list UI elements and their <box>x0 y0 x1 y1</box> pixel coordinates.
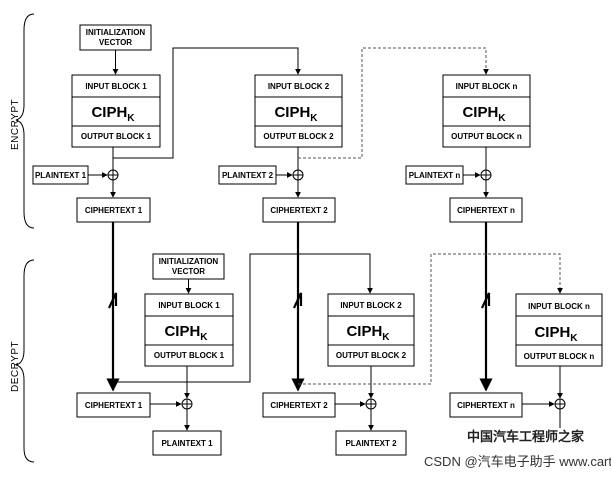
encrypt-brace <box>15 13 35 229</box>
decrypt-brace <box>15 259 35 463</box>
encrypt-ciphertext-1: CIPHERTEXT 1 <box>76 197 151 223</box>
xor-icon <box>181 398 193 410</box>
xor-icon <box>292 169 304 181</box>
decrypt-cipher-block-2: INPUT BLOCK 2 CIPHK OUTPUT BLOCK 2 <box>327 293 415 367</box>
ciph-label: CIPHK <box>346 323 390 343</box>
encrypt-plaintext-2: PLAINTEXT 2 <box>218 165 277 185</box>
svg-text:INITIALIZATION: INITIALIZATION <box>159 257 219 266</box>
svg-text:CIPHERTEXT 2: CIPHERTEXT 2 <box>270 401 328 410</box>
input-block-label: INPUT BLOCK n <box>528 302 590 311</box>
encrypt-ciphertext-2: CIPHERTEXT 2 <box>262 197 336 223</box>
decrypt-plaintext-1: PLAINTEXT 1 <box>152 430 222 456</box>
watermark-line-1: 中国汽车工程师之家 <box>467 429 585 445</box>
input-block-label: INPUT BLOCK 2 <box>340 301 402 310</box>
output-block-label: OUTPUT BLOCK n <box>524 352 595 361</box>
watermark-line-2: CSDN @汽车电子助手 www.cartech8.com <box>424 454 611 469</box>
encrypt-plaintext-1: PLAINTEXT 1 <box>32 165 89 185</box>
svg-text:PLAINTEXT 2: PLAINTEXT 2 <box>222 171 274 180</box>
output-block-label: OUTPUT BLOCK 2 <box>336 351 407 360</box>
xor-icon <box>554 398 566 410</box>
input-block-label: INPUT BLOCK 1 <box>85 82 147 91</box>
output-block-label: OUTPUT BLOCK n <box>451 132 522 141</box>
svg-text:CIPHERTEXT n: CIPHERTEXT n <box>457 206 515 215</box>
encrypt-cipher-block-n: INPUT BLOCK n CIPHK OUTPUT BLOCK n <box>442 74 531 148</box>
svg-text:VECTOR: VECTOR <box>99 38 132 47</box>
encrypt-ciphertext-n: CIPHERTEXT n <box>449 197 523 223</box>
svg-text:PLAINTEXT 1: PLAINTEXT 1 <box>35 171 87 180</box>
decrypt-iv-box: INITIALIZATION VECTOR <box>152 253 225 280</box>
decrypt-plaintext-2: PLAINTEXT 2 <box>335 430 407 456</box>
svg-text:PLAINTEXT 1: PLAINTEXT 1 <box>161 439 213 448</box>
xor-icon <box>365 398 377 410</box>
xor-icon <box>480 169 492 181</box>
svg-text:CIPHERTEXT 1: CIPHERTEXT 1 <box>85 401 143 410</box>
decrypt-ciphertext-1: CIPHERTEXT 1 <box>76 392 151 418</box>
ciph-label: CIPHK <box>534 324 578 344</box>
svg-text:VECTOR: VECTOR <box>172 267 205 276</box>
decrypt-ciphertext-2: CIPHERTEXT 2 <box>262 392 336 418</box>
output-block-label: OUTPUT BLOCK 1 <box>81 132 152 141</box>
decrypt-cipher-block-1: INPUT BLOCK 1 CIPHK OUTPUT BLOCK 1 <box>144 293 234 367</box>
svg-text:CIPHERTEXT 1: CIPHERTEXT 1 <box>85 206 143 215</box>
decrypt-ciphertext-n: CIPHERTEXT n <box>449 392 523 418</box>
output-block-label: OUTPUT BLOCK 1 <box>154 351 225 360</box>
ciph-label: CIPHK <box>164 323 208 343</box>
decrypt-cipher-block-n: INPUT BLOCK n CIPHK OUTPUT BLOCK n <box>515 293 603 367</box>
ciph-label: CIPHK <box>462 104 506 124</box>
svg-text:INITIALIZATION: INITIALIZATION <box>86 28 146 37</box>
svg-text:PLAINTEXT 2: PLAINTEXT 2 <box>345 439 397 448</box>
input-block-label: INPUT BLOCK 1 <box>158 301 220 310</box>
encrypt-side-label: ENCRYPT <box>10 99 21 150</box>
ciph-label: CIPHK <box>91 104 135 124</box>
xor-icon <box>107 169 119 181</box>
encrypt-plaintext-n: PLAINTEXT n <box>405 165 464 185</box>
ciph-label: CIPHK <box>274 104 318 124</box>
input-block-label: INPUT BLOCK n <box>456 82 518 91</box>
output-block-label: OUTPUT BLOCK 2 <box>263 132 334 141</box>
input-block-label: INPUT BLOCK 2 <box>268 82 330 91</box>
svg-text:CIPHERTEXT 2: CIPHERTEXT 2 <box>270 206 328 215</box>
svg-text:CIPHERTEXT n: CIPHERTEXT n <box>457 401 515 410</box>
decrypt-side-label: DECRYPT <box>10 341 21 392</box>
encrypt-iv-box: INITIALIZATION VECTOR <box>79 24 152 51</box>
svg-text:PLAINTEXT n: PLAINTEXT n <box>409 171 461 180</box>
encrypt-cipher-block-1: INPUT BLOCK 1 CIPHK OUTPUT BLOCK 1 <box>71 74 161 148</box>
encrypt-cipher-block-2: INPUT BLOCK 2 CIPHK OUTPUT BLOCK 2 <box>254 74 343 148</box>
